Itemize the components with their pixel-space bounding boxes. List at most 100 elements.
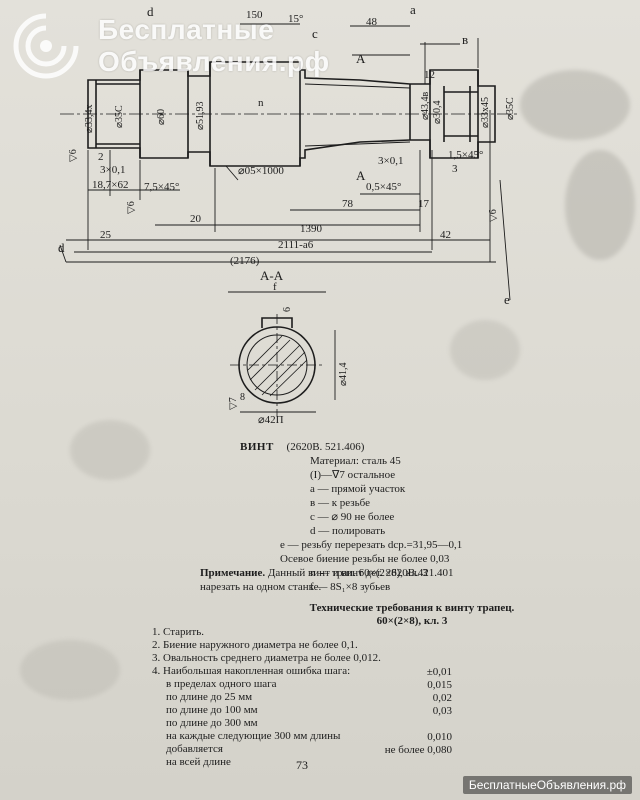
- req-item: по длине до 100 мм: [166, 704, 258, 716]
- roughness-6-right: ▽6: [488, 209, 499, 222]
- caption-title-row: ВИНТ (2620В. 521.406): [240, 440, 580, 454]
- roughness-6-left: ▽6: [68, 149, 79, 162]
- dim-2176: (2176): [230, 255, 260, 267]
- dim-7-5x45: 7,5×45°: [144, 181, 179, 193]
- req-value: не более 0,080: [384, 744, 452, 756]
- caption-line: c — ⌀ 90 не более: [310, 511, 395, 523]
- dim-d35c-right: ⌀35С: [505, 97, 516, 120]
- caption-line: d — полировать: [310, 525, 386, 537]
- req-item: на всей длине: [166, 756, 231, 768]
- dim-25: 25: [100, 229, 112, 241]
- tech-title: Технические требования к винту трапец. 6…: [232, 602, 592, 628]
- dim-15deg: 15°: [288, 13, 303, 25]
- req-item: 4. Наибольшая накопленная ошибка шага:: [152, 665, 351, 677]
- tech-title-line2: 60×(2×8), кл. 3: [376, 615, 448, 627]
- req-value: ±0,01: [426, 666, 452, 678]
- note-text: Данный винт и винт дет. 2620В.421.401: [267, 567, 454, 579]
- label-section-a-bottom: A: [356, 168, 366, 183]
- caption-line: a — прямой участок: [310, 483, 406, 495]
- dim-2: 2: [98, 151, 104, 163]
- req-value: 0,010: [427, 731, 452, 743]
- dim-d51-93: ⌀51,93: [195, 101, 206, 130]
- dim-3: 3: [452, 163, 458, 175]
- section-title: А-А: [260, 268, 284, 283]
- dim-18-7: 18,7×62: [92, 179, 128, 191]
- dim-3x01: 3×0,1: [100, 164, 125, 176]
- req-item: добавляется: [166, 743, 223, 755]
- dim-d42p: ⌀42П: [258, 414, 284, 426]
- dim-48: 48: [366, 16, 378, 28]
- dim-d33-4x: ⌀33,4x: [84, 104, 95, 133]
- caption-line: (I)—∇7 остальное: [310, 469, 396, 481]
- stain: [565, 150, 635, 260]
- req-item: по длине до 300 мм: [166, 717, 258, 729]
- label-a-top: a: [410, 2, 416, 17]
- stain: [70, 420, 150, 480]
- dim-8: 8: [240, 392, 245, 403]
- dim-d30-4: ⌀30,4: [432, 100, 443, 124]
- caption-code: (2620В. 521.406): [286, 441, 365, 453]
- caption-line: f — 8S₁×8 зубьев: [310, 581, 391, 593]
- note-label: Примечание.: [200, 567, 266, 579]
- section-hatch: [247, 335, 308, 397]
- watermark-line2: Объявления.рф: [98, 46, 330, 77]
- req-value: 0,03: [432, 705, 452, 717]
- page-number: 73: [296, 758, 308, 772]
- req-value: 0,015: [427, 679, 452, 691]
- dim-0-5x45: 0,5×45°: [366, 181, 401, 193]
- dim-42: 42: [440, 229, 451, 241]
- dim-d33x45: ⌀33x45: [480, 97, 491, 128]
- note-text2: нарезать на одном станке.: [200, 581, 322, 593]
- dim-78: 78: [342, 198, 354, 210]
- requirements-list: 1. Старить. 2. Биение наружного диаметра…: [152, 626, 462, 769]
- dim-12: 12: [424, 69, 435, 81]
- label-d-top: d: [147, 4, 154, 19]
- tech-title-line1: Технические требования к винту трапец.: [309, 602, 515, 614]
- label-n: n: [258, 97, 264, 109]
- label-f: f: [273, 281, 277, 293]
- caption-line: в — к резьбе: [310, 497, 371, 509]
- dim-d41-4: ⌀41,4: [338, 362, 349, 386]
- dim-d43-4b: ⌀43,4в: [420, 91, 431, 120]
- dim-20: 20: [190, 213, 202, 225]
- dim-150: 150: [246, 9, 263, 21]
- req-value: [340, 718, 452, 731]
- dim-1-5x45: 1,5×45°: [448, 149, 483, 161]
- caption-title: ВИНТ: [240, 441, 274, 453]
- dim-6: 6: [282, 307, 293, 312]
- dim-1390: 1390: [300, 223, 323, 235]
- req-item: по длине до 25 мм: [166, 691, 253, 703]
- req-item: в пределах одного шага: [166, 678, 277, 690]
- note: Примечание. Данный винт и винт дет. 2620…: [200, 566, 630, 594]
- req-item: на каждые следующие 300 мм длины: [166, 730, 341, 742]
- caption-line: n — трап. 60×(2×8), кл. 3: [310, 567, 428, 579]
- dim-17: 17: [418, 198, 430, 210]
- roughness-6-mid: ▽6: [126, 201, 137, 214]
- stain: [520, 70, 630, 140]
- dim-3x01-right: 3×0,1: [378, 155, 403, 167]
- watermark-footer: БесплатныеОбъявления.рф: [462, 776, 632, 794]
- req-item: 3. Овальность среднего диаметра не более…: [152, 652, 381, 664]
- stain: [20, 640, 120, 700]
- part-caption: ВИНТ (2620В. 521.406) Материал: сталь 45…: [240, 440, 580, 594]
- section-view: [228, 291, 336, 416]
- roughness-7-section: ▽7: [228, 397, 239, 410]
- caption-line: e — резьбу перерезать dср.=31,95—0,1: [280, 539, 463, 551]
- req-value: 0,02: [432, 692, 452, 704]
- requirement-values: ±0,01 0,015 0,02 0,03 0,010 не более 0,0…: [340, 666, 452, 757]
- dim-d05x1000: ⌀05×1000: [238, 165, 284, 177]
- technical-drawing: d a c в A A e d 150 15° 48 12 ⌀33,4x ⌀35…: [58, 2, 520, 426]
- req-item: 2. Биение наружного диаметра не более 0,…: [152, 639, 358, 651]
- watermark-line1: Бесплатные: [98, 14, 275, 45]
- caption-line: Осевое биение резьбы не более 0,03: [280, 553, 450, 565]
- label-e-right: e: [504, 292, 510, 307]
- dim-d60: ⌀60: [156, 109, 167, 125]
- caption-line: Материал: сталь 45: [310, 455, 401, 467]
- dim-d35c: ⌀35С: [114, 105, 125, 128]
- req-item: 1. Старить.: [152, 626, 204, 638]
- label-c-top: c: [312, 26, 318, 41]
- label-section-a-top: A: [356, 51, 366, 66]
- label-d-left: d: [58, 240, 65, 255]
- dim-2111: 2111-а6: [278, 239, 314, 251]
